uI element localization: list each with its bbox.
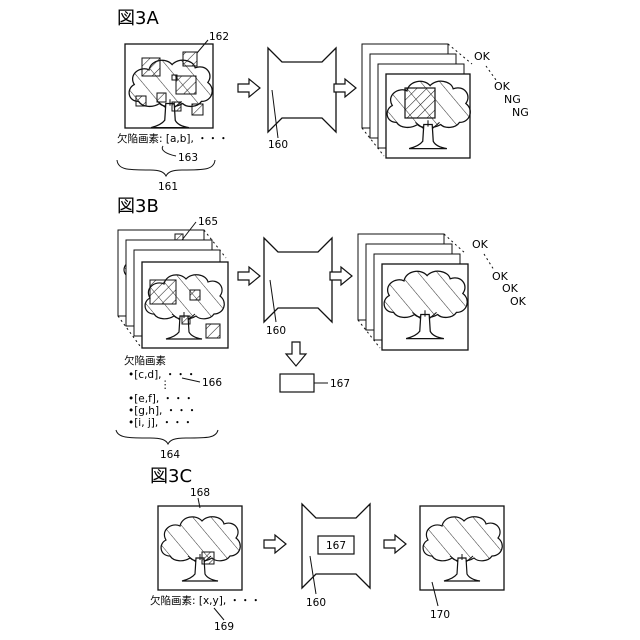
- svg-text:⋮: ⋮: [160, 379, 171, 391]
- result-3a-2: OK: [494, 80, 511, 93]
- ref-168: 168: [190, 487, 210, 499]
- arrow-3b-2: [330, 267, 352, 285]
- ref-167-3b: 167: [330, 378, 350, 390]
- result-3b-3: OK: [502, 282, 519, 295]
- ref-164: 164: [160, 449, 180, 461]
- defect-pixels-3c: 欠陥画素: [x,y], ・・・: [150, 594, 261, 607]
- ref-160-3a: 160: [268, 139, 288, 151]
- ref-166: 166: [202, 377, 222, 389]
- ref-163: 163: [178, 152, 198, 164]
- ref-160-3c: 160: [306, 597, 326, 609]
- ref-165: 165: [198, 216, 218, 228]
- ref-162: 162: [209, 31, 229, 43]
- arrow-3b-1: [238, 267, 260, 285]
- result-3b-1: OK: [472, 238, 489, 251]
- input-stack-3b: [118, 230, 228, 348]
- result-3a-4: NG: [512, 106, 529, 119]
- ref-170: 170: [430, 609, 450, 621]
- result-3b-4: OK: [510, 295, 527, 308]
- defect-row-4: •[i, j], ・・・: [128, 417, 193, 429]
- ref-160-3b: 160: [266, 325, 286, 337]
- arrow-3b-down: [286, 342, 306, 366]
- defect-box-3c: [202, 552, 214, 564]
- arrow-3c-2: [384, 535, 406, 553]
- figure-3a: 図3A 162 欠陥画素: [a,b], ・・・ 163 161 160: [117, 8, 529, 193]
- defect-row-3: •[g,h], ・・・: [128, 405, 197, 417]
- arrow-3a-1: [238, 79, 260, 97]
- defect-heading-3b: 欠陥画素: [124, 354, 166, 367]
- parameter-box-167: [280, 374, 314, 392]
- result-3a-3: NG: [504, 93, 521, 106]
- figure-3b-title: 図3B: [117, 196, 159, 217]
- figure-3a-title: 図3A: [117, 8, 159, 29]
- result-3a-1: OK: [474, 50, 491, 63]
- model-160-3a: [268, 48, 336, 132]
- defect-row-2: •[e,f], ・・・: [128, 393, 194, 405]
- ref-167-3c: 167: [326, 540, 346, 552]
- output-stack-3a: [362, 44, 472, 158]
- arrow-3c-1: [264, 535, 286, 553]
- defect-pixels-3a: 欠陥画素: [a,b], ・・・: [117, 132, 229, 145]
- ref-161: 161: [158, 181, 178, 193]
- figure-3b: 図3B 165 欠陥画素 •[c,d], ・・・ 166 ⋮ •[e,f], ・…: [116, 196, 527, 461]
- arrow-3a-2: [334, 79, 356, 97]
- figure-3c-title: 図3C: [150, 466, 192, 487]
- output-stack-3b: [358, 234, 468, 350]
- ref-169: 169: [214, 621, 234, 633]
- figure-3c: 図3C 168 欠陥画素: [x,y], ・・・ 169 167 160 170: [150, 466, 504, 633]
